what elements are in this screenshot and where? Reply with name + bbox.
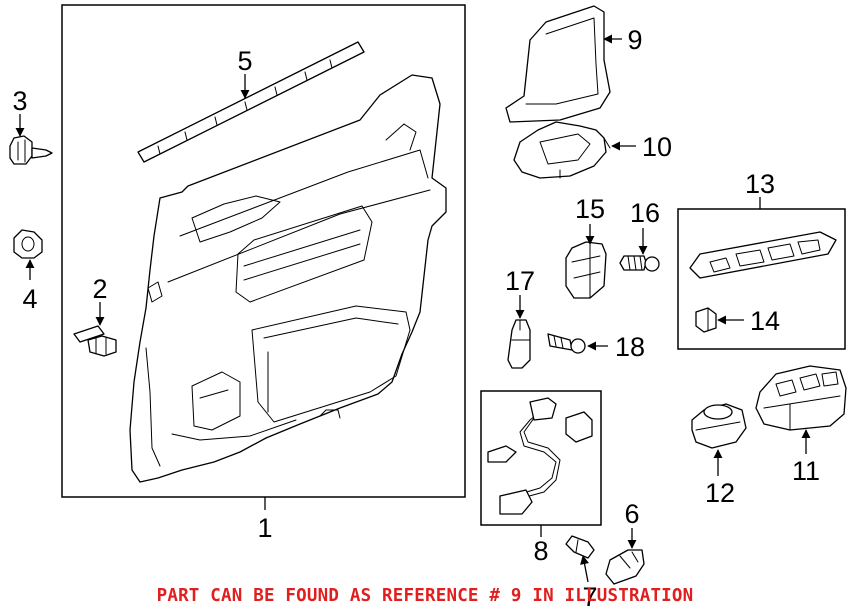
callout-7: 7 bbox=[582, 582, 597, 612]
switch-bezel-part bbox=[689, 231, 837, 279]
master-switch-part bbox=[755, 365, 847, 431]
armrest-pad-part bbox=[505, 5, 611, 123]
callout-13: 13 bbox=[745, 169, 775, 199]
callout-1: 1 bbox=[257, 513, 272, 543]
sensor-part bbox=[507, 319, 531, 369]
lamp-housing-part bbox=[605, 549, 645, 585]
bolt-part bbox=[9, 135, 53, 165]
callout-9: 9 bbox=[627, 25, 642, 55]
bulb-part bbox=[565, 535, 595, 559]
bracket-part bbox=[513, 121, 611, 179]
callout-12: 12 bbox=[705, 478, 735, 508]
callout-labels: 1 2 3 4 5 6 7 8 9 10 11 12 13 14 15 16 1… bbox=[12, 25, 820, 612]
callout-16: 16 bbox=[630, 198, 660, 228]
leader-7 bbox=[580, 555, 590, 583]
switch-bezel-group-box bbox=[677, 208, 846, 350]
callout-5: 5 bbox=[237, 46, 252, 76]
switch-part bbox=[565, 241, 607, 299]
screw-part bbox=[619, 255, 660, 272]
callout-10: 10 bbox=[642, 132, 672, 162]
reference-caption: PART CAN BE FOUND AS REFERENCE # 9 IN IL… bbox=[156, 586, 694, 606]
mirror-knob-part bbox=[691, 403, 747, 449]
push-clip-part bbox=[73, 325, 117, 357]
door-panel-group-box bbox=[61, 4, 466, 498]
callout-11: 11 bbox=[792, 456, 820, 486]
callout-14: 14 bbox=[750, 306, 780, 336]
door-trim-panel-part bbox=[129, 74, 447, 483]
screw-part-18 bbox=[547, 333, 586, 354]
callout-17: 17 bbox=[505, 266, 535, 296]
callout-3: 3 bbox=[12, 86, 27, 116]
callout-4: 4 bbox=[22, 284, 37, 314]
callout-18: 18 bbox=[615, 332, 645, 362]
weatherstrip-part bbox=[137, 41, 365, 163]
bezel-clip-part bbox=[695, 307, 717, 333]
callout-8: 8 bbox=[533, 536, 548, 566]
wiring-harness-part bbox=[487, 397, 593, 515]
callout-6: 6 bbox=[624, 499, 639, 529]
callout-2: 2 bbox=[92, 274, 107, 304]
nut-part bbox=[13, 229, 43, 259]
leader-lines bbox=[15, 34, 811, 583]
callout-15: 15 bbox=[575, 194, 605, 224]
